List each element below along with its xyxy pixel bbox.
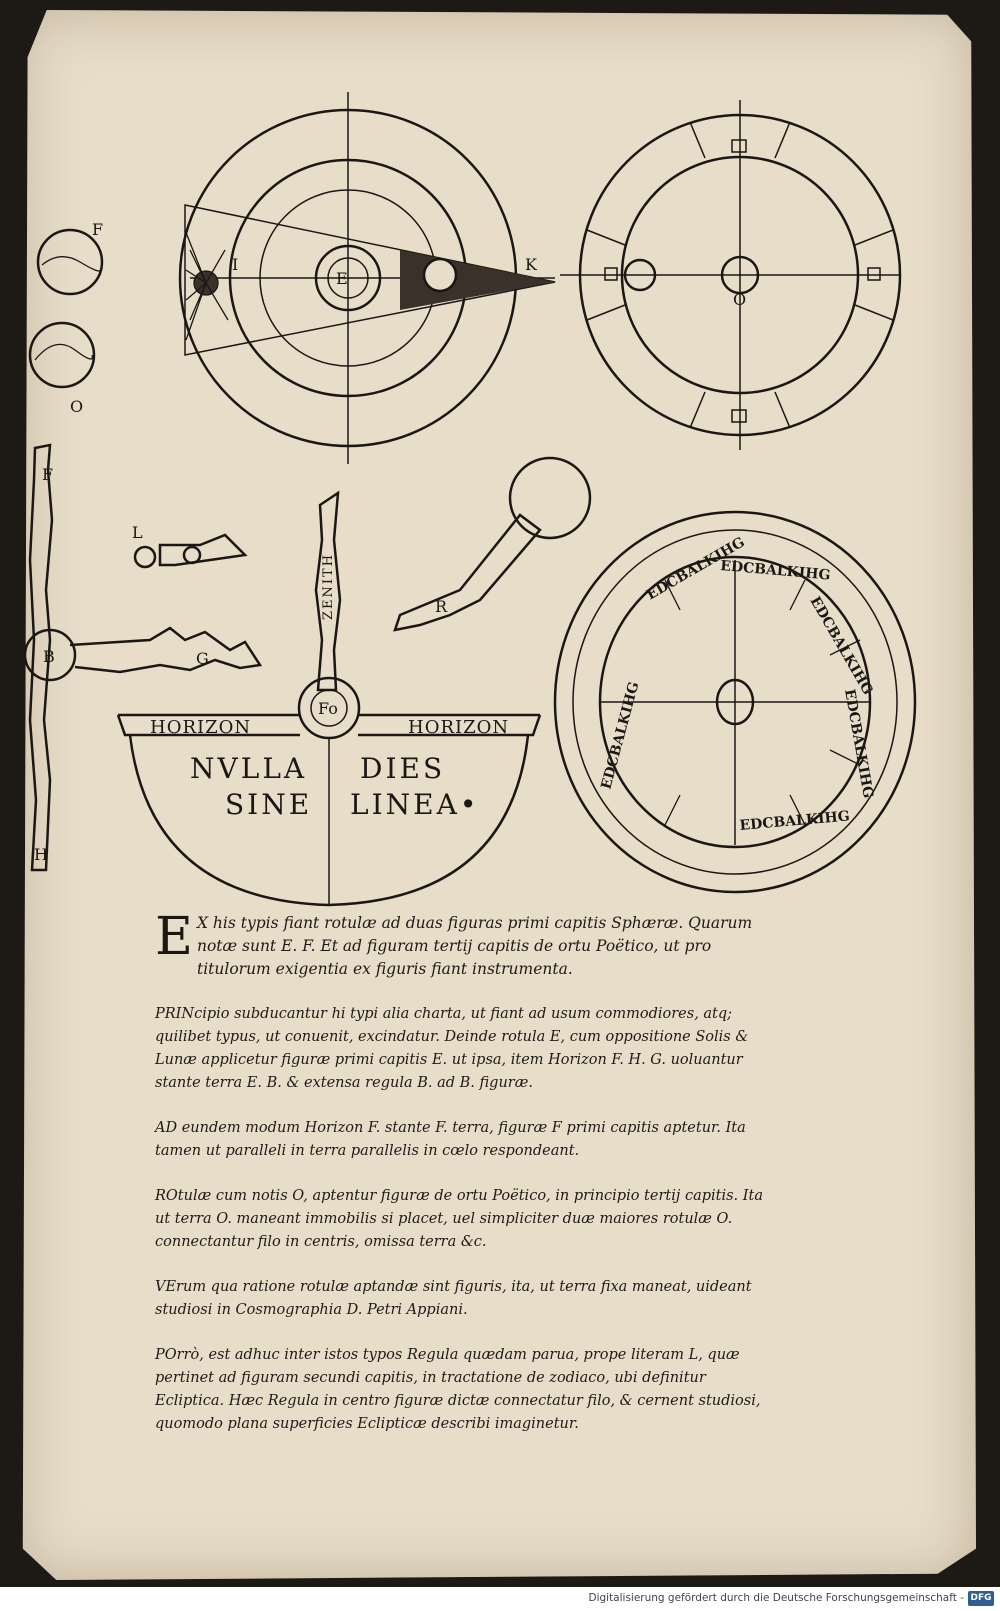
footer-bar: Digitalisierung gefördert durch die Deut… [0,1587,1000,1611]
footer-credit: Digitalisierung gefördert durch die Deut… [588,1592,964,1604]
label-G: G [196,649,209,668]
motto-nulla: NVLLA [190,752,308,785]
label-O-globe: O [70,397,83,416]
zodiac-wheel [553,510,917,894]
label-F: F [42,465,53,484]
poetic-rising-diagram [560,100,902,450]
label-K: K [525,255,538,274]
motto-dies: DIES [360,752,446,785]
label-H: H [34,845,48,864]
ring-letters-bottom: EDCBALKIHG [739,808,850,834]
label-R: R [435,597,448,616]
horizon-label-left: HORIZON [150,717,252,738]
drop-cap: E [155,907,193,967]
sun-face-icon [623,258,657,292]
sun-icon [184,229,229,341]
paragraph-5: VErum qua ratione rotulæ aptandæ sint fi… [155,1279,752,1318]
label-E: E [336,269,348,288]
ring-letters-top: EDCBALKIHG [720,558,831,584]
label-O: O [733,290,746,309]
horizon-label-right: HORIZON [408,717,510,738]
ring-letters-left: EDCBALKIHG [598,680,642,791]
paragraph-6: POrrò, est adhuc inter istos typos Regul… [155,1347,761,1432]
label-zenith: ZENITH [321,553,336,620]
paragraph-3: AD eundem modum Horizon F. stante F. ter… [155,1120,746,1159]
label-F-globe: F [92,220,103,239]
motto-linea: LINEA• [350,788,480,821]
label-B: B [43,647,55,666]
motto-sine: SINE [225,788,313,821]
label-L: L [132,523,143,542]
label-I: I [232,255,238,274]
horizon-fhg-rule [23,443,263,872]
paragraph-2: PRINcipio subducantur hi typi alia chart… [155,1006,749,1091]
label-Fo: Fo [318,699,338,718]
regula-L [133,533,248,569]
dfg-logo[interactable]: DFG [968,1591,994,1606]
paragraph-4: ROtulæ cum notis O, aptentur figuræ de o… [155,1188,763,1250]
regula-R [393,456,592,632]
eclipse-diagram [178,92,556,464]
zenith-horizon-bowl [116,490,542,907]
ring-letters-right-top: EDCBALKIHG [807,594,876,698]
small-globes [28,228,104,389]
